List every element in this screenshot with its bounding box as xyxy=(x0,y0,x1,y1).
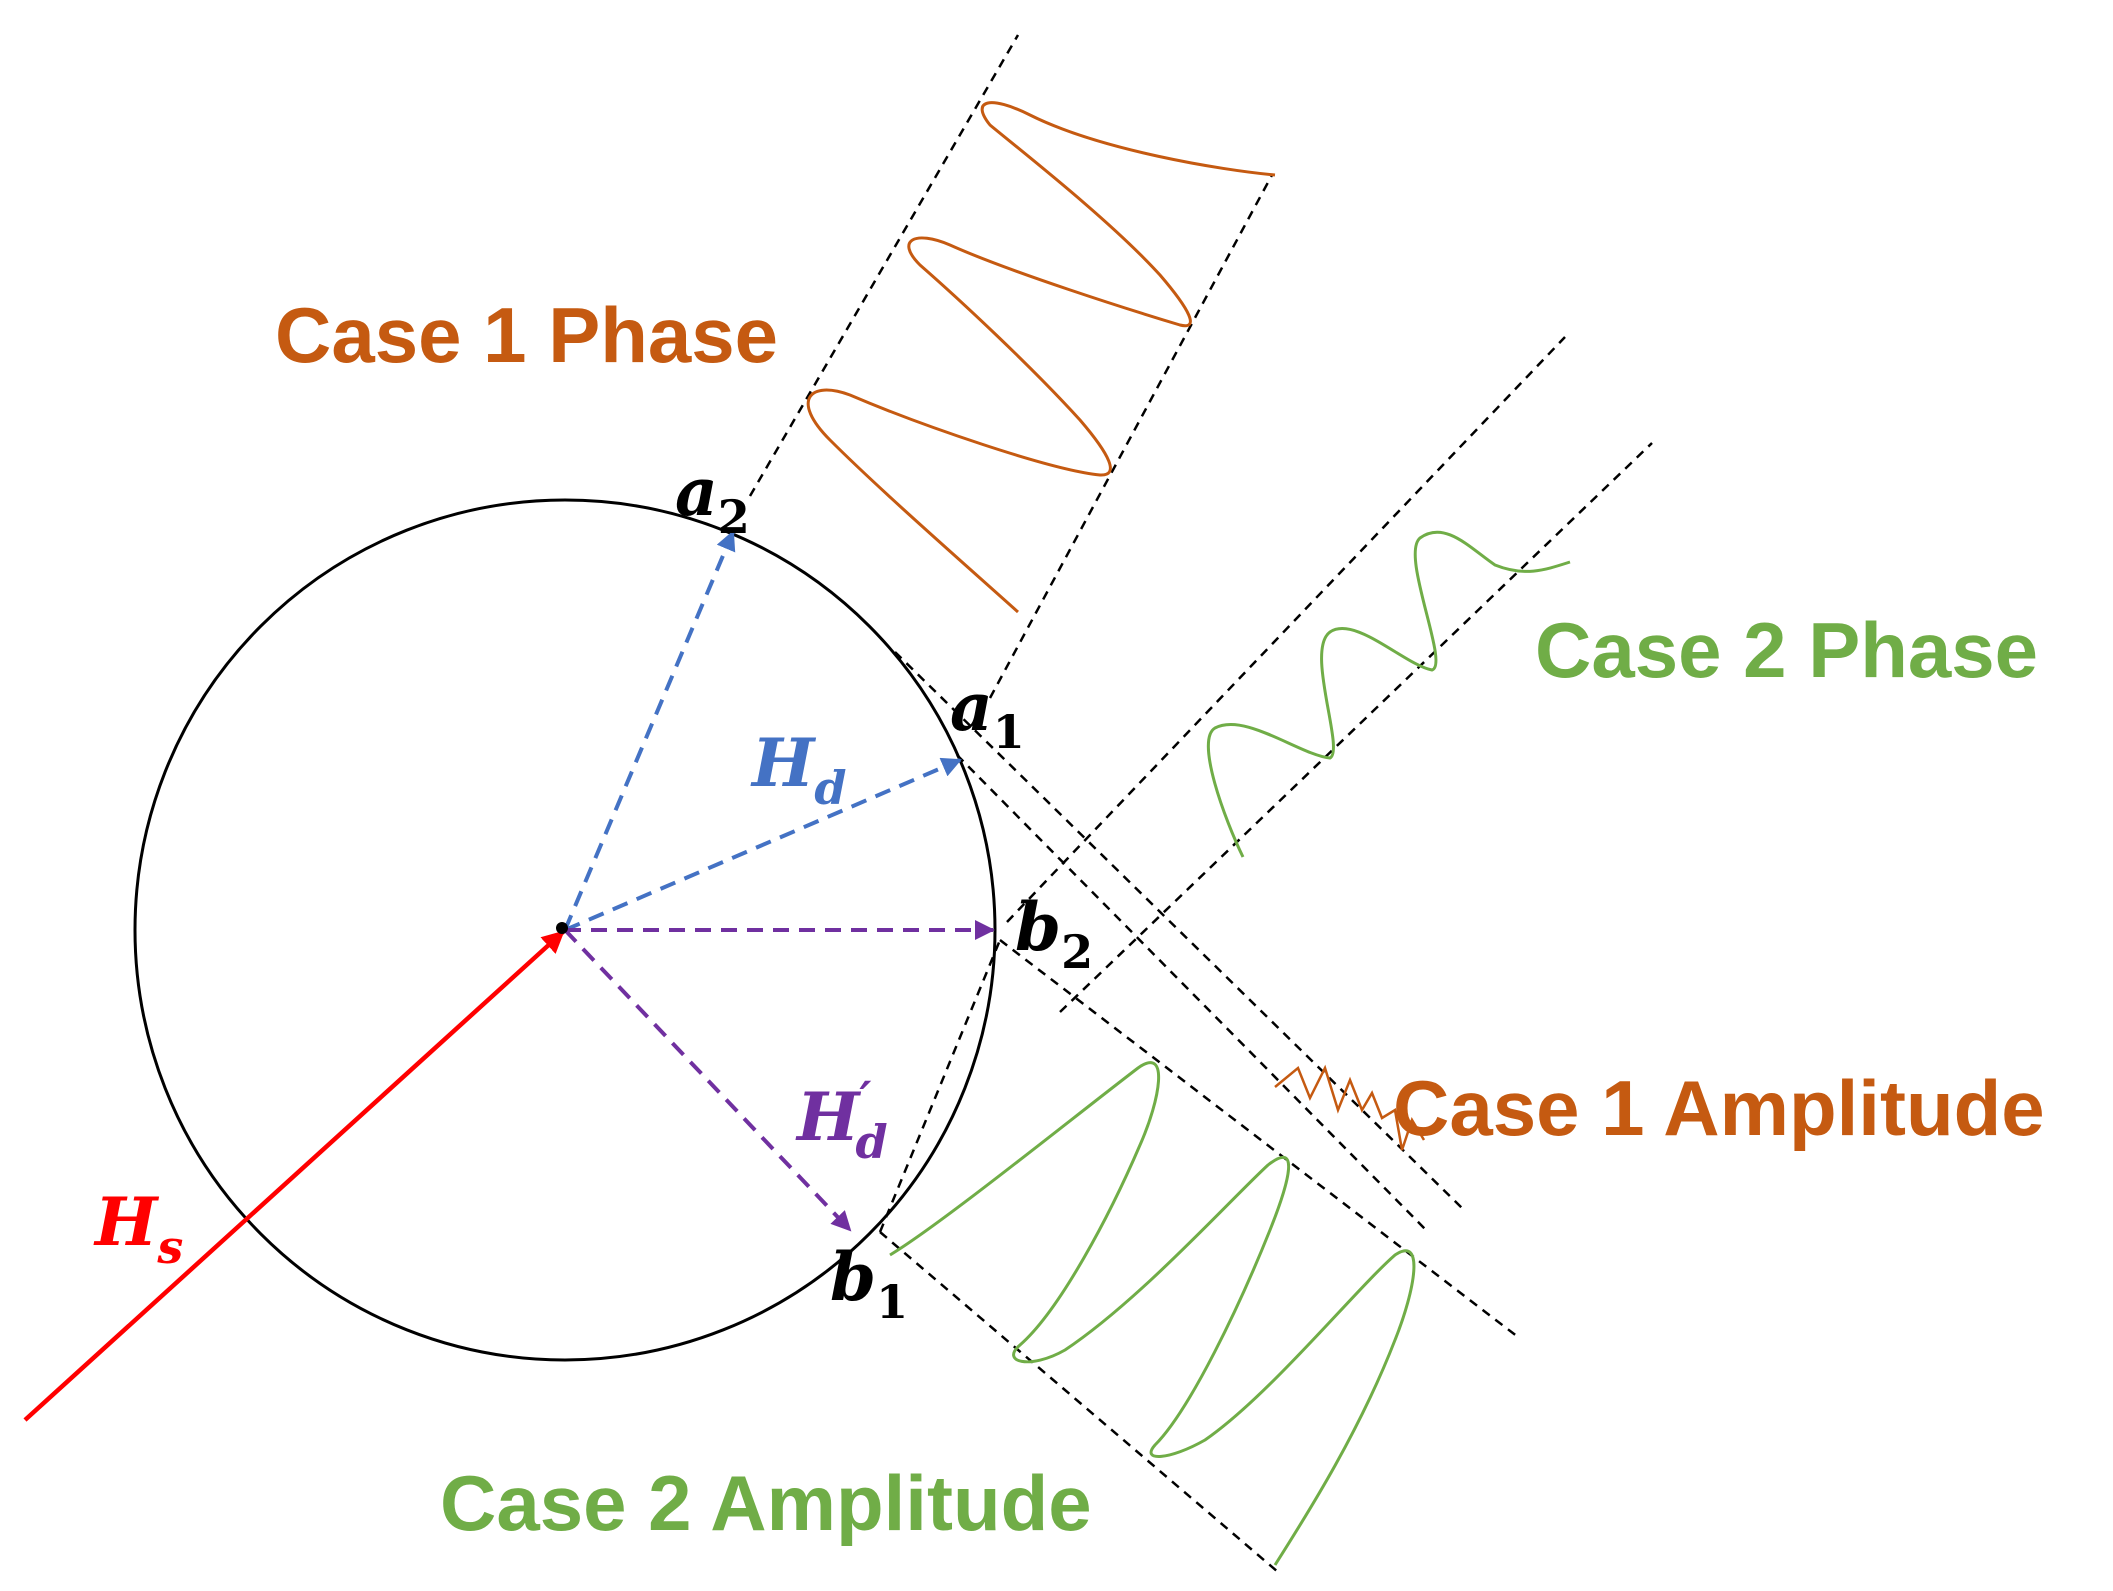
label-b2: b2 xyxy=(1015,888,1093,979)
label-case1-phase: Case 1 Phase xyxy=(275,291,778,379)
case1-amplitude-wave xyxy=(1274,1064,1426,1151)
vector-to-a2 xyxy=(563,530,736,931)
label-a1: a1 xyxy=(950,668,1025,759)
vector-hd xyxy=(564,757,962,932)
label-case1-amplitude: Case 1 Amplitude xyxy=(1393,1064,2045,1152)
label-b1: b1 xyxy=(830,1238,908,1329)
tangent-b1 xyxy=(878,939,1002,1233)
sphere-outline xyxy=(133,498,997,1362)
case2-phase-boundary-upper xyxy=(1006,336,1566,923)
case1-phase-boundary-lower xyxy=(988,174,1274,699)
case2-amplitude-boundary-lower xyxy=(879,1231,1279,1573)
case2-amplitude-boundary-upper xyxy=(999,939,1519,1338)
case2-phase-wave xyxy=(1206,530,1571,858)
vector-hd-prime xyxy=(563,928,852,1232)
case2-amplitude-wave xyxy=(889,1061,1416,1566)
label-case2-amplitude: Case 2 Amplitude xyxy=(440,1459,1092,1547)
label-case2-phase: Case 2 Phase xyxy=(1535,606,2038,694)
label-hd: Hd xyxy=(750,724,847,815)
case1-amplitude-boundary-lower xyxy=(956,754,1429,1233)
label-a2: a2 xyxy=(675,453,750,544)
projection-lines xyxy=(748,34,1653,1573)
center-point xyxy=(556,922,568,934)
case2-phase-boundary-lower xyxy=(1059,442,1653,1013)
case1-phase-wave xyxy=(806,101,1276,614)
case1-phase-boundary-upper xyxy=(748,34,1020,497)
case1-amplitude-boundary-upper xyxy=(894,651,1463,1209)
vector-hs xyxy=(23,930,565,1422)
label-hs: Hs xyxy=(93,1183,183,1274)
label-hd-prime: H′d xyxy=(795,1071,888,1169)
